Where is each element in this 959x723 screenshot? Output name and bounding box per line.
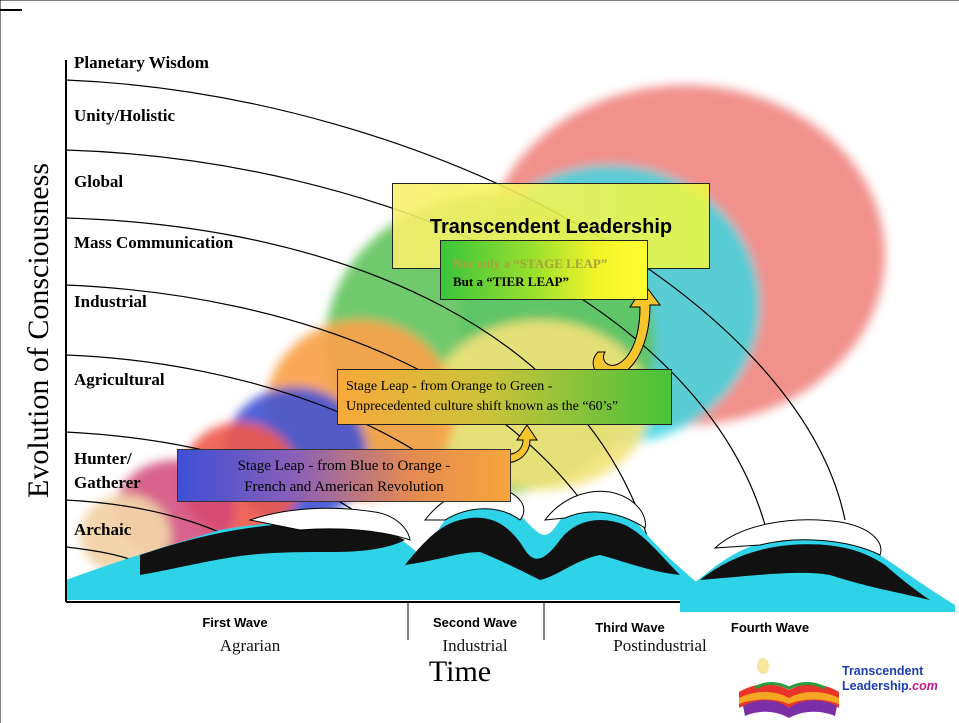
tier-leap-line2: But a “TIER LEAP” (453, 274, 569, 289)
blue-to-orange-line2: French and American Revolution (244, 479, 444, 495)
middle-waves-crest (405, 517, 680, 580)
level-unity-holistic: Unity/Holistic (74, 106, 176, 125)
logo-book-orange (739, 692, 839, 704)
level-mass-communication: Mass Communication (74, 233, 234, 252)
transcendent-leadership-logo: Transcendent Leadership.com (735, 652, 959, 720)
era-agrarian: Agrarian (219, 636, 281, 655)
tier-leap-line1: Not only a “STAGE LEAP” (453, 256, 608, 271)
book-logo-icon (739, 658, 839, 718)
blue-to-orange-box: Stage Leap - from Blue to Orange - Frenc… (177, 449, 511, 502)
arc-mass-communication (65, 217, 656, 566)
tier-leap-box: Not only a “STAGE LEAP” But a “TIER LEAP… (440, 240, 648, 300)
wave-label-fourth: Fourth Wave (730, 620, 810, 635)
orange-to-green-box: Stage Leap - from Orange to Green - Unpr… (337, 369, 672, 425)
logo-line2: Leadership.com (842, 679, 938, 694)
first-wave-crest (140, 522, 405, 575)
first-wave-foam (248, 507, 411, 541)
y-axis-label: Evolution of Consciousness (22, 163, 55, 498)
logo-book-green (754, 682, 826, 690)
blue-to-orange-line1: Stage Leap - from Blue to Orange - (237, 458, 451, 474)
logo-com: .com (908, 679, 938, 693)
x-axis-label: Time (428, 655, 492, 688)
transcendent-leadership-title: Transcendent Leadership (429, 216, 673, 238)
wave-label-third: Third Wave (595, 620, 665, 635)
level-hunter: Hunter/ (74, 449, 132, 468)
level-planetary-wisdom: Planetary Wisdom (74, 53, 209, 72)
orange-to-green-line1: Stage Leap - from Orange to Green - (346, 379, 553, 394)
fourth-wave-foam (713, 519, 882, 556)
arc-industrial-upper (65, 284, 611, 546)
logo-leadership: Leadership (842, 679, 909, 693)
era-postindustrial: Postindustrial (613, 636, 707, 655)
wave-label-second: Second Wave (432, 615, 518, 630)
logo-line1: Transcendent (842, 664, 924, 678)
level-archaic: Archaic (74, 520, 132, 539)
level-global: Global (74, 172, 124, 191)
level-gatherer: Gatherer (74, 473, 141, 492)
wave-label-first: First Wave (202, 615, 268, 630)
logo-bulb (757, 658, 769, 674)
level-agricultural: Agricultural (74, 370, 165, 389)
level-industrial: Industrial (74, 292, 147, 311)
logo-book-red (739, 684, 839, 708)
orange-to-green-line2: Unprecedented culture shift known as the… (346, 399, 619, 414)
era-industrial: Industrial (442, 636, 508, 655)
fourth-wave-crest (700, 544, 930, 600)
logo-book-purple (743, 700, 837, 718)
logo-text: Transcendent Leadership.com (842, 664, 938, 694)
waves (66, 487, 955, 612)
third-wave-foam (543, 490, 646, 529)
